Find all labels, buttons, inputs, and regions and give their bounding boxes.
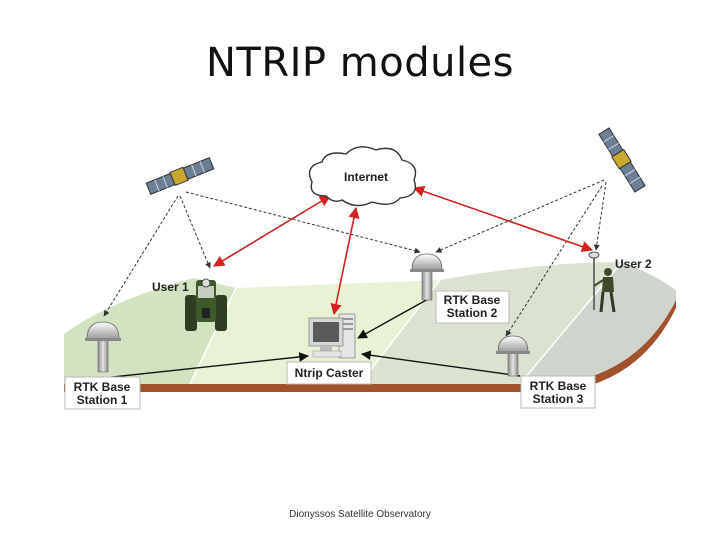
station-2-line2: Station 2 <box>447 306 498 320</box>
station-1-label-box: RTK Base Station 1 <box>64 376 141 410</box>
station-3-label-box: RTK Base Station 3 <box>520 375 596 409</box>
ground-strip-4 <box>520 262 676 384</box>
computer-icon <box>308 313 356 359</box>
caster-label: Ntrip Caster <box>295 366 364 380</box>
station-2-line1: RTK Base <box>444 293 501 307</box>
station-2-label-box: RTK Base Station 2 <box>435 290 510 324</box>
footer-credit: Dionyssos Satellite Observatory <box>289 509 431 520</box>
antenna-icon <box>410 253 444 301</box>
station-3-line2: Station 3 <box>533 392 584 406</box>
satellite-icon <box>145 157 215 195</box>
antenna-icon <box>496 335 530 377</box>
station-1-line2: Station 1 <box>77 393 128 407</box>
tractor-icon <box>185 278 227 331</box>
satellite-icon <box>598 127 646 193</box>
internet-label: Internet <box>344 170 388 184</box>
cloud-icon <box>308 146 417 207</box>
antenna-icon <box>85 321 121 373</box>
caster-label-box: Ntrip Caster <box>286 361 372 385</box>
user-1-label: User 1 <box>152 280 189 294</box>
surveyor-icon <box>588 251 616 313</box>
station-3-line1: RTK Base <box>530 379 587 393</box>
internet-links <box>213 186 594 316</box>
station-1-line1: RTK Base <box>74 380 131 394</box>
user-2-label: User 2 <box>615 257 652 271</box>
slide-title: NTRIP modules <box>205 40 515 86</box>
